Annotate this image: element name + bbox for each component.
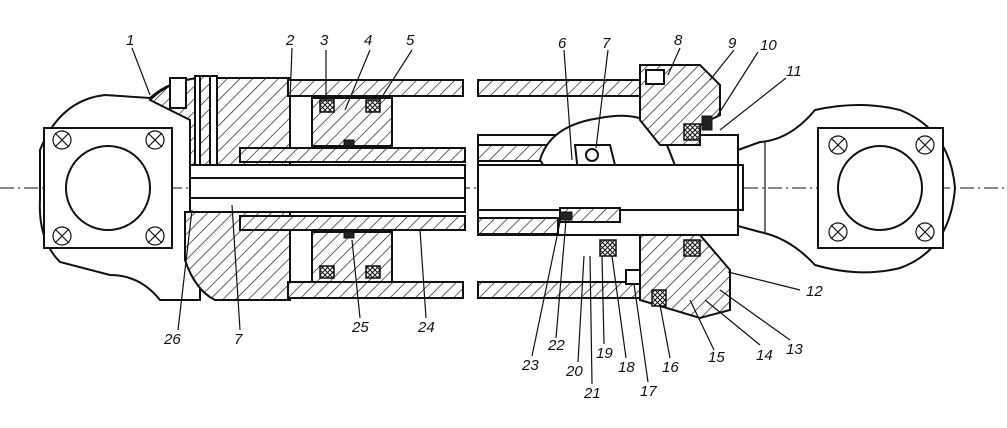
label-8: 8 [674, 32, 683, 49]
label-18: 18 [618, 359, 635, 376]
part-labels: 1 2 3 4 5 6 7 8 9 10 11 12 13 14 15 16 1… [126, 32, 823, 402]
label-26: 26 [163, 331, 181, 348]
label-7-bottom: 7 [234, 331, 243, 348]
label-5: 5 [406, 32, 415, 49]
label-13: 13 [786, 341, 803, 358]
label-11: 11 [786, 63, 802, 80]
label-15: 15 [708, 349, 725, 366]
label-19: 19 [596, 345, 613, 362]
label-20: 20 [565, 363, 583, 380]
right-eye [737, 104, 957, 274]
label-14: 14 [756, 347, 773, 364]
label-22: 22 [547, 337, 565, 354]
left-head [148, 75, 291, 301]
label-7-top: 7 [602, 35, 611, 52]
label-25: 25 [351, 319, 369, 336]
piston-rod-left [189, 147, 466, 231]
piston-rod-right [477, 164, 744, 223]
label-2: 2 [285, 32, 295, 49]
label-10: 10 [760, 37, 777, 54]
right-head [599, 64, 731, 320]
leader-lines [131, 47, 801, 385]
label-21: 21 [583, 385, 601, 402]
label-9: 9 [728, 35, 737, 52]
label-4: 4 [364, 32, 372, 49]
cylinder-tube-left [287, 79, 464, 299]
label-16: 16 [662, 359, 679, 376]
label-23: 23 [521, 357, 539, 374]
label-12: 12 [806, 283, 823, 300]
label-17: 17 [640, 383, 657, 400]
label-3: 3 [320, 32, 329, 49]
label-24: 24 [417, 319, 435, 336]
label-1: 1 [126, 32, 134, 49]
left-clevis [38, 76, 201, 301]
label-6: 6 [558, 35, 567, 52]
